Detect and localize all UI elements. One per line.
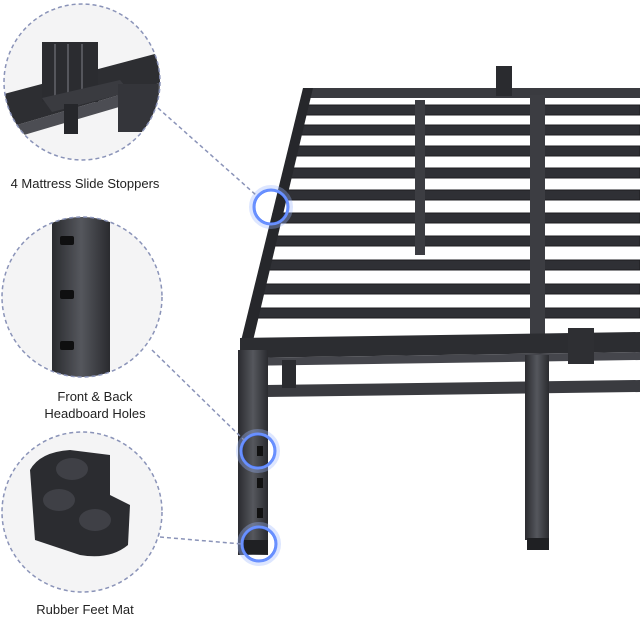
- callout-headboard-holes: [1, 216, 163, 378]
- highlight-rings: [239, 188, 290, 563]
- leader-lines: [151, 107, 257, 545]
- callout-rubber-feet: [1, 431, 163, 593]
- callout-label-headboard-holes: Front & Back Headboard Holes: [20, 388, 170, 422]
- callout-label-slide-stoppers: 4 Mattress Slide Stoppers: [10, 176, 160, 191]
- callout-slide-stoppers: [3, 3, 161, 161]
- callout-label-line1: Front & Back: [57, 389, 133, 404]
- callout-label-line2: Headboard Holes: [44, 406, 146, 421]
- bed-frame: [238, 66, 640, 555]
- callout-label-rubber-feet: Rubber Feet Mat: [36, 602, 134, 617]
